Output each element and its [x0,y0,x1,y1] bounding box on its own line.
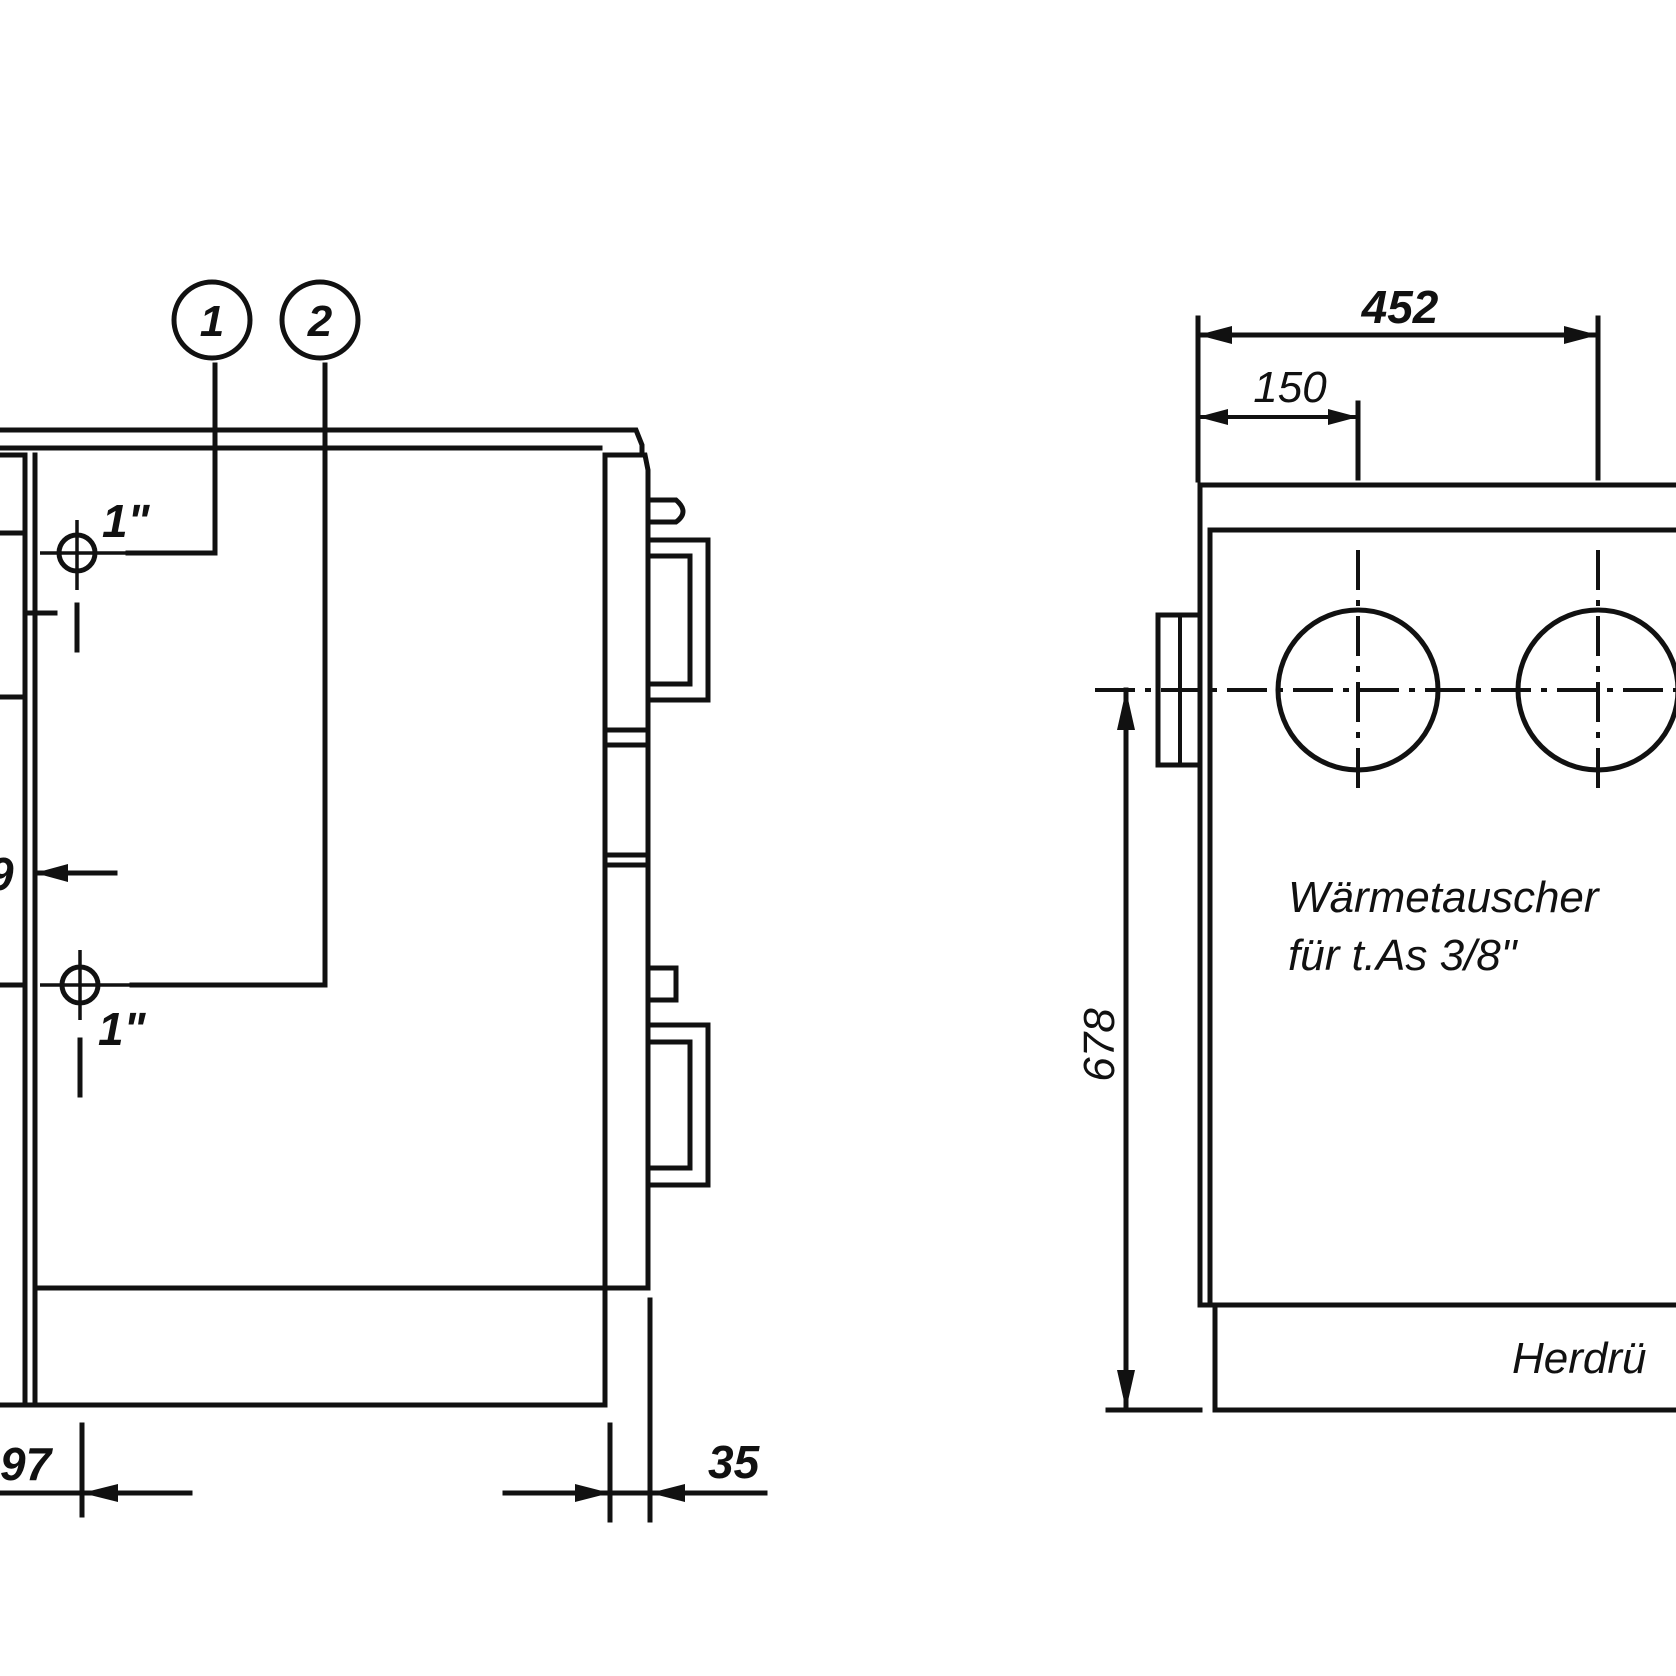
right-view: 452 150 678 Wärmetauscher für t.As 3/8" … [1075,281,1676,1413]
lower-handle [645,1022,711,1188]
lower-connection-size: 1" [98,1003,147,1055]
leader-2 [129,362,328,988]
upper-handle [645,537,711,703]
base-label: Herdrü [1512,1334,1647,1383]
boiler-body [22,452,651,1408]
leader-1 [125,362,218,556]
dim-678: 678 [1075,1008,1124,1082]
side-dim: 9 [0,848,14,900]
lower-connection [40,362,328,1098]
upper-connection [40,362,218,653]
upper-connection-size: 1" [102,495,151,547]
callout-2: 2 [307,297,333,346]
callout-1-bubble [171,279,253,361]
dim-97: 97 [0,1438,54,1490]
dim-150: 150 [1253,363,1327,412]
heat-exchanger-note-line1: Wärmetauscher [1288,873,1601,922]
dim-35: 35 [708,1436,761,1488]
callout-1: 1 [200,297,224,346]
heat-exchanger-note-line2: für t.As 3/8" [1288,931,1519,980]
callout-2-bubble [279,279,361,361]
housing [1197,482,1676,1308]
top-cover [0,427,645,458]
dim-452: 452 [1361,281,1439,333]
left-view: 1" 1" 1 2 9 97 35 [0,279,768,1523]
